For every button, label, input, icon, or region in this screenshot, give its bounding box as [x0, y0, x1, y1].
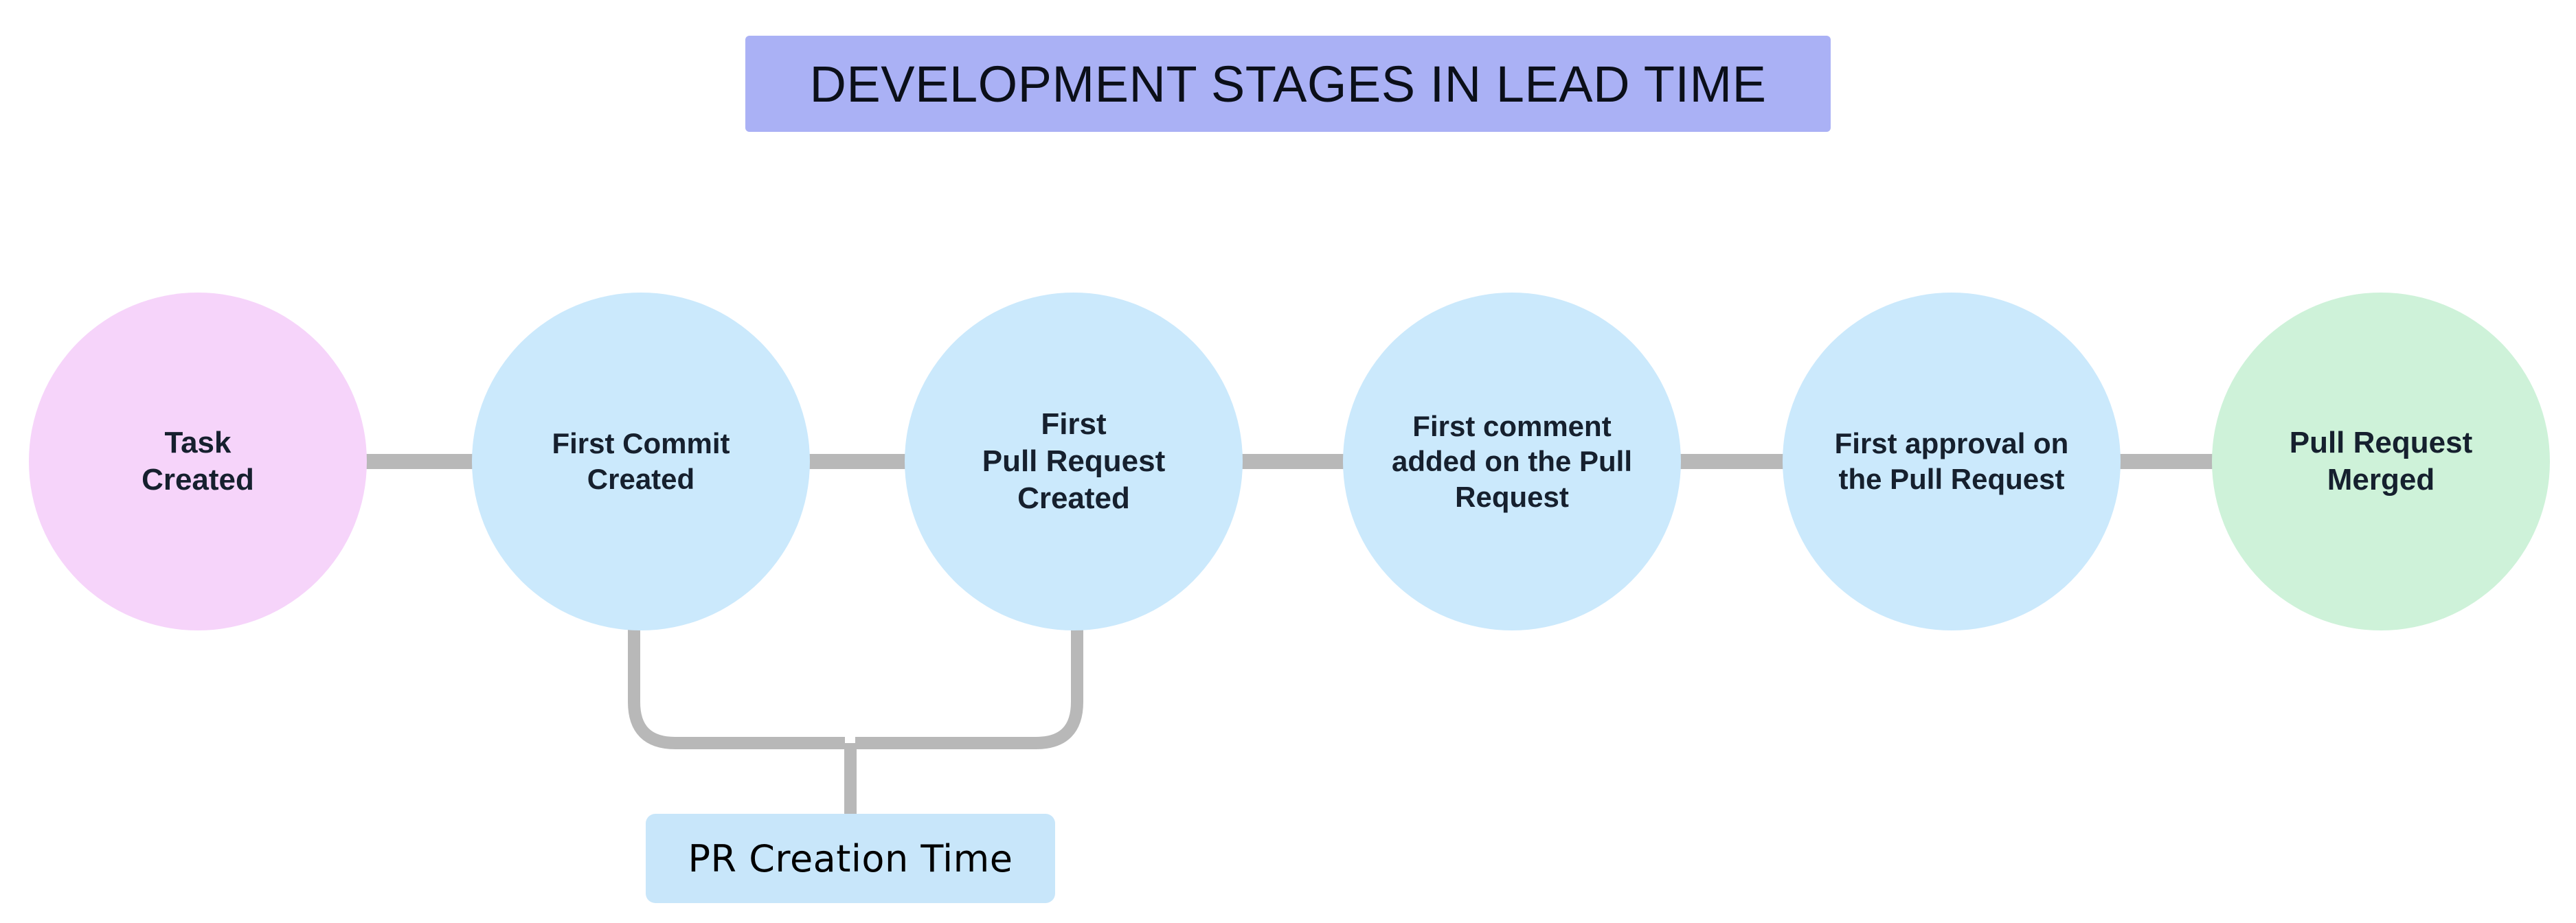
diagram-title-banner: DEVELOPMENT STAGES IN LEAD TIME [745, 36, 1831, 132]
node-label: First approval on the Pull Request [1834, 427, 2069, 495]
node-label: First Commit Created [552, 427, 730, 495]
node-label: Task Created [142, 425, 254, 497]
annotation-label: PR Creation Time [688, 836, 1013, 880]
page-title: DEVELOPMENT STAGES IN LEAD TIME [809, 55, 1767, 113]
node-label: First Pull Request Created [982, 407, 1166, 516]
bracket-right-arm [855, 626, 1083, 749]
node-first-pull-request[interactable]: First Pull Request Created [905, 293, 1243, 630]
node-label: First comment added on the Pull Request [1391, 409, 1632, 513]
node-task-created[interactable]: Task Created [29, 293, 367, 630]
node-first-commit[interactable]: First Commit Created [472, 293, 810, 630]
node-pull-request-merged[interactable]: Pull Request Merged [2212, 293, 2550, 630]
bracket-left-arm [628, 626, 845, 749]
node-first-comment[interactable]: First comment added on the Pull Request [1343, 293, 1681, 630]
annotation-pr-creation-time[interactable]: PR Creation Time [646, 814, 1055, 903]
node-label: Pull Request Merged [2289, 425, 2473, 497]
node-first-approval[interactable]: First approval on the Pull Request [1783, 293, 2121, 630]
